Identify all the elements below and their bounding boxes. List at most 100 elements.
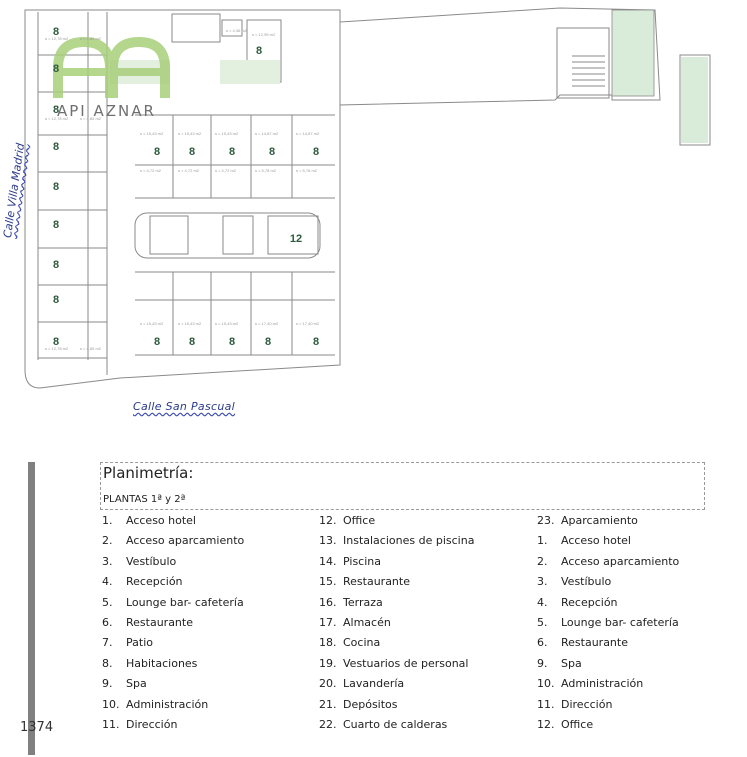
- legend-item-number: 10.: [537, 677, 555, 691]
- area-label: s = 12,95 m2: [252, 32, 276, 37]
- legend-item-number: 3.: [102, 554, 113, 568]
- legend-column-3: 23.Aparcamiento 1. Acceso hotel 2. Acceso ap…: [537, 511, 679, 735]
- area-label: s = 4,36 m2: [226, 28, 248, 33]
- legend-item-label: Lavandería: [343, 677, 405, 691]
- legend-item: 1.Acceso hotel: [102, 511, 244, 531]
- legend-item-label: Dirección: [561, 697, 613, 711]
- legend-item-number: 23.: [537, 514, 555, 527]
- area-label: s = 5,78 m2: [296, 168, 318, 173]
- legend-item-number: 5.: [102, 595, 113, 609]
- unit-label: 8: [53, 141, 59, 153]
- legend-item-label: Dirección: [126, 717, 178, 731]
- legend-item-number: 19.: [319, 656, 337, 670]
- legend-item-label: Acceso hotel: [561, 534, 631, 548]
- unit-label: 8: [256, 45, 262, 57]
- legend-item: 10. Administración: [537, 674, 679, 694]
- legend-item-label: Spa: [126, 677, 147, 691]
- legend-item-number: 13.: [319, 534, 337, 548]
- legend-item-number: 17.: [319, 615, 337, 629]
- area-label: s = 14,67 m2: [296, 131, 320, 136]
- legend-item-label: Vestíbulo: [126, 554, 177, 568]
- legend-item: 23.Aparcamiento: [537, 511, 679, 531]
- legend-item: 17. Almacén: [319, 613, 474, 633]
- margin-bar: [28, 462, 35, 755]
- area-label: s = 12,78 m2: [45, 36, 69, 41]
- unit-label: 8: [229, 336, 235, 348]
- logo-mark: [53, 36, 170, 98]
- legend-item: 18.Cocina: [319, 633, 474, 653]
- logo-text: API AZNAR: [57, 102, 156, 120]
- legend-item-number: 21.: [319, 697, 337, 711]
- legend-item-label: Office: [561, 717, 594, 731]
- area-label: s = 15,43 m2: [178, 131, 202, 136]
- legend-item: 20.Lavandería: [319, 674, 474, 694]
- legend-item: 6. Restaurante: [537, 633, 679, 653]
- legend-item-label: Acceso aparcamiento: [126, 534, 245, 548]
- legend-item-number: 6.: [537, 636, 548, 650]
- legend-item: 10.Administración: [102, 695, 244, 715]
- legend-item-label: Restaurante: [561, 636, 628, 650]
- legend-item: 9. Spa: [102, 674, 244, 694]
- area-label: s = 4,85 m2: [80, 36, 102, 41]
- area-label: s = 4,72 m2: [140, 168, 162, 173]
- area-label: s = 5,78 m2: [255, 168, 277, 173]
- legend-item-label: Lounge bar- cafetería: [126, 595, 244, 609]
- legend-item-label: Almacén: [343, 615, 391, 629]
- legend-item: 4. Recepción: [102, 572, 244, 592]
- unit-label: 8: [53, 26, 59, 38]
- area-label: s = 17,40 m2: [255, 321, 279, 326]
- unit-label: 8: [53, 259, 59, 271]
- legend-item-number: 12.: [319, 514, 337, 527]
- legend-item: 3. Vestíbulo: [102, 552, 244, 572]
- area-label: s = 4,85 m2: [80, 116, 102, 121]
- legend-item-label: Lounge bar- cafetería: [561, 615, 679, 629]
- legend-item-label: Depósitos: [343, 697, 398, 711]
- section-subtitle: PLANTAS 1ª y 2ª: [103, 494, 186, 505]
- legend-item-number: 1.: [537, 534, 548, 548]
- legend-item: 12.Office: [319, 511, 474, 531]
- area-label: s = 15,43 m2: [140, 321, 164, 326]
- unit-label: 8: [189, 336, 195, 348]
- legend-item-number: 18.: [319, 636, 337, 650]
- legend-item: 2. Acceso aparcamiento: [537, 552, 679, 572]
- legend-item-label: Restaurante: [126, 615, 193, 629]
- legend-item-label: Acceso hotel: [126, 514, 196, 527]
- legend-item-label: Administración: [561, 677, 644, 691]
- legend-item-number: 11.: [102, 717, 120, 731]
- legend-item-number: 10.: [102, 697, 120, 711]
- legend-item-label: Recepción: [126, 575, 183, 589]
- legend-item: 7.Patio: [102, 633, 244, 653]
- legend-item-number: 14.: [319, 554, 337, 568]
- section-title: Planimetría:: [103, 464, 194, 482]
- legend-item: 22.Cuarto de calderas: [319, 715, 474, 735]
- legend-item-number: 2.: [537, 554, 548, 568]
- legend-item: 12. Office: [537, 715, 679, 735]
- legend-item-number: 12.: [537, 717, 555, 731]
- legend-item-number: 2.: [102, 534, 113, 548]
- area-label: s = 15,43 m2: [140, 131, 164, 136]
- unit-label: 8: [53, 63, 59, 75]
- legend-item-label: Restaurante: [343, 575, 410, 589]
- unit-label: 8: [154, 336, 160, 348]
- legend-item: 16.Terraza: [319, 593, 474, 613]
- area-label: s = 15,43 m2: [178, 321, 202, 326]
- area-label: s = 12,78 m2: [45, 346, 69, 351]
- legend-item-number: 9.: [102, 677, 113, 691]
- legend-item: 19.Vestuarios de personal: [319, 654, 474, 674]
- legend-item-label: Vestíbulo: [561, 575, 612, 589]
- legend-item-label: Acceso aparcamiento: [561, 554, 680, 568]
- legend-item-number: 16.: [319, 595, 337, 609]
- legend-item: 9.Spa: [537, 654, 679, 674]
- unit-label: 8: [229, 146, 235, 158]
- area-label: s = 4,85 m2: [80, 346, 102, 351]
- area-label: s = 4,72 m2: [178, 168, 200, 173]
- legend-item: 5.Lounge bar- cafetería: [537, 613, 679, 633]
- area-label: s = 15,43 m2: [215, 131, 239, 136]
- legend-item-number: 11.: [537, 697, 555, 711]
- legend-item: 5. Lounge bar- cafetería: [102, 593, 244, 613]
- legend-item-number: 4.: [102, 575, 113, 589]
- legend-item-number: 8.: [102, 656, 113, 670]
- area-label: s = 12,78 m2: [45, 116, 69, 121]
- legend-item: 21. Depósitos: [319, 695, 474, 715]
